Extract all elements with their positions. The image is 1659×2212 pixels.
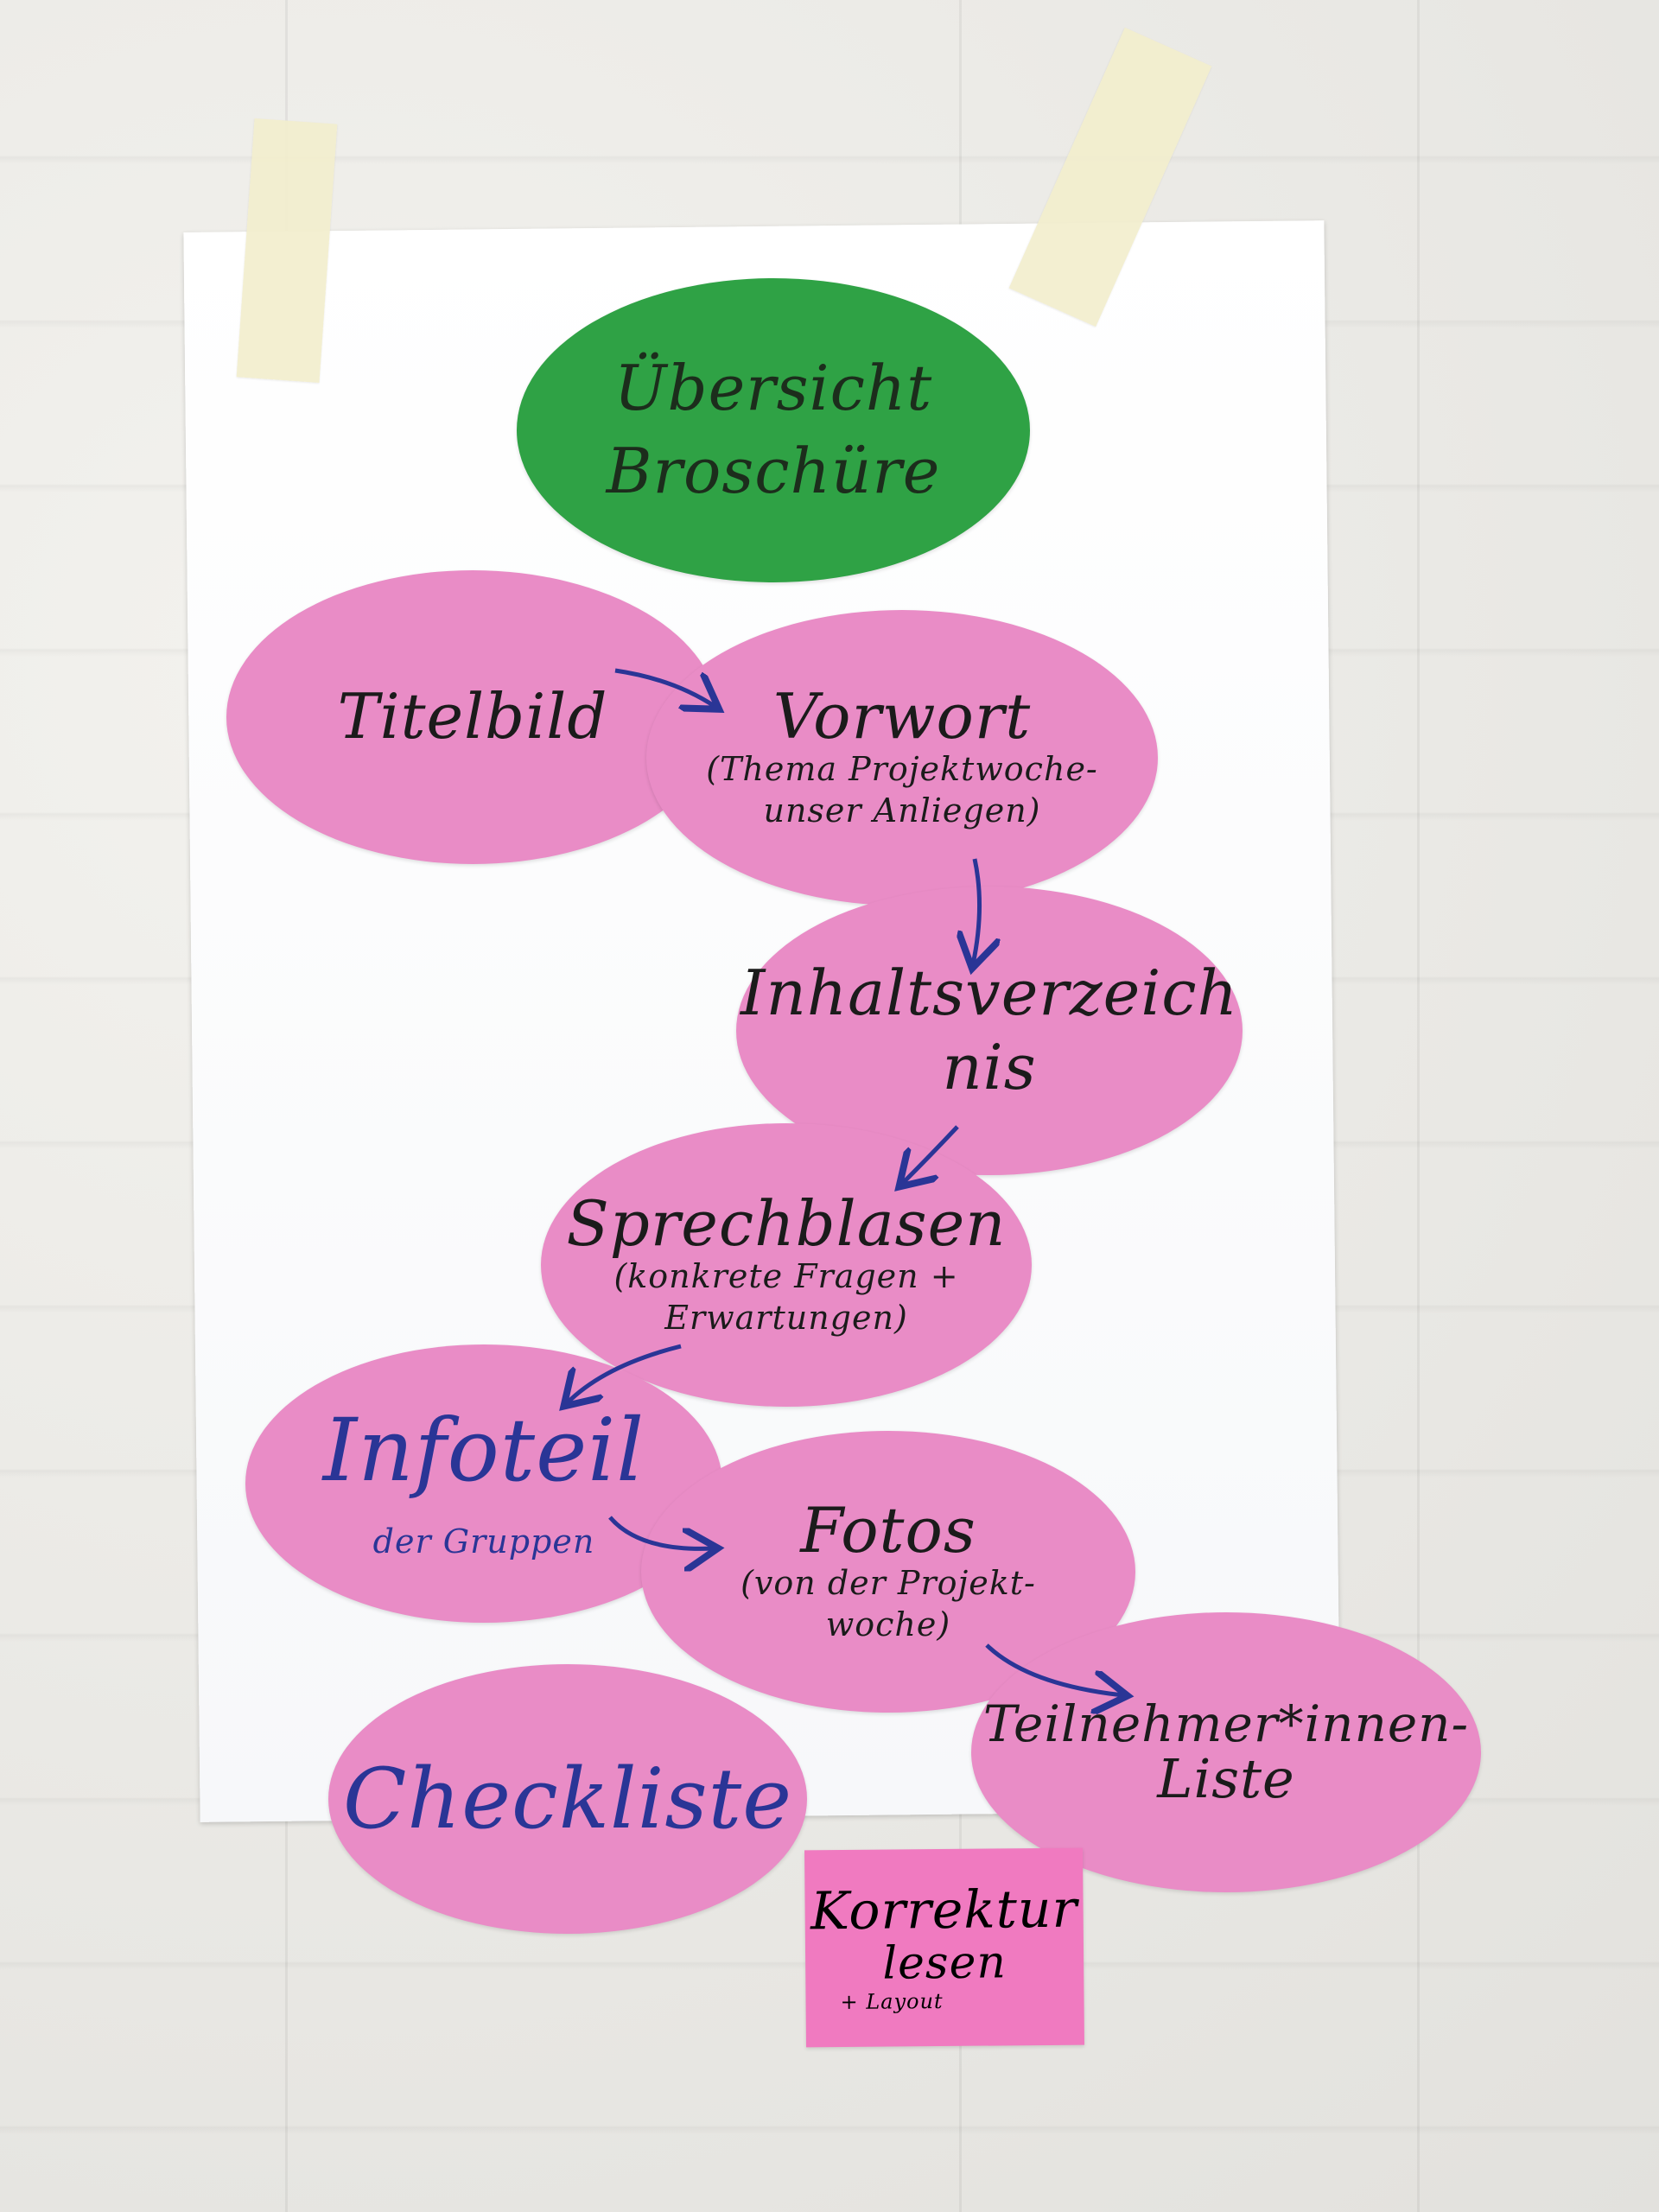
card-titelbild-label: Titelbild (337, 680, 608, 753)
card-titelbild: Titelbild (226, 570, 719, 864)
arrow-sprech-infoteil (567, 1344, 682, 1403)
card-fotos-label: Fotos (800, 1493, 976, 1567)
wall-seam (1417, 0, 1420, 2212)
arrow-inhalt-sprech (902, 1125, 959, 1184)
card-sprechblasen-label: Sprechblasen (566, 1186, 1007, 1260)
card-fotos-sub-1: (von der Projekt- (741, 1564, 1036, 1603)
card-teilnehmer-line-1: Teilnehmer*innen- (982, 1694, 1470, 1753)
card-teilnehmer-liste: Teilnehmer*innen- Liste (971, 1612, 1481, 1892)
card-checkliste-label: Checkliste (342, 1751, 793, 1847)
card-fotos-sub-2: woche) (825, 1605, 951, 1643)
card-inhaltsverzeichnis-line-2: nis (942, 1031, 1037, 1103)
card-infoteil-label: Infoteil (322, 1399, 645, 1501)
card-sprechblasen-sub-1: (konkrete Fragen + (613, 1257, 959, 1296)
card-vorwort-sub-1: (Thema Projektwoche- (706, 750, 1098, 789)
card-sprechblasen: Sprechblasen (konkrete Fragen + Erwartun… (541, 1123, 1032, 1407)
arrow-infoteil-fotos (608, 1516, 714, 1548)
title-ellipse: Übersicht Broschüre (517, 278, 1030, 582)
card-infoteil-sub: der Gruppen (372, 1522, 595, 1560)
card-vorwort: Vorwort (Thema Projektwoche- unser Anlie… (646, 610, 1158, 906)
card-vorwort-label: Vorwort (772, 679, 1032, 753)
card-vorwort-sub-2: unser Anliegen) (763, 791, 1041, 830)
card-checkliste: Checkliste (328, 1664, 807, 1934)
arrow-fotos-teilnehmer (985, 1643, 1123, 1695)
card-teilnehmer-line-2: Liste (1157, 1746, 1295, 1810)
arrow-vorwort-inhalt (973, 858, 980, 964)
arrow-titelbild-vorwort (614, 668, 715, 707)
title-line-2: Broschüre (606, 435, 941, 507)
card-sprechblasen-sub-2: Erwartungen) (664, 1298, 908, 1337)
title-line-1: Übersicht (613, 352, 933, 425)
